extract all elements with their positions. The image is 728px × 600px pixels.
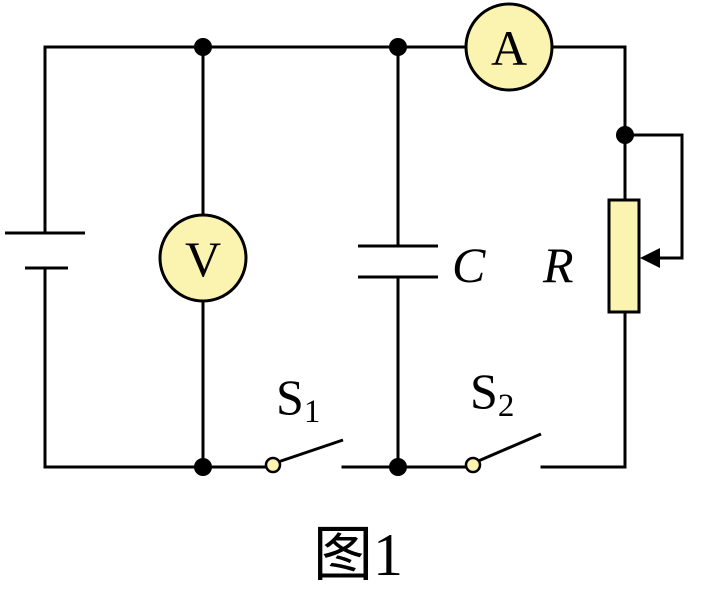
switch-s1-pivot [264, 456, 282, 474]
switch-s2-letter: S [470, 363, 498, 419]
switch-s2-blade [475, 432, 542, 464]
bottom-wire-right [540, 310, 627, 469]
switch-s2-label: S2 [470, 363, 514, 424]
junction-dot [389, 38, 407, 56]
switch-s1-blade [277, 438, 344, 464]
rheostat-slider-wire [623, 133, 684, 260]
junction-dot [194, 38, 212, 56]
voltmeter-body [158, 213, 248, 303]
voltmeter: V [158, 213, 248, 303]
switch-s2-pivot [464, 456, 482, 474]
capacitor [358, 244, 438, 279]
switch-s1-subscript: 1 [304, 394, 321, 430]
figure-caption: 图1 [313, 522, 403, 588]
battery [5, 231, 85, 270]
rheostat-label: R [542, 237, 574, 293]
switch-s2 [464, 432, 542, 474]
rheostat-slider-arrow-icon [640, 248, 660, 268]
voltmeter-symbol: V [185, 231, 221, 287]
junction-dot [389, 458, 407, 476]
rheostat [607, 133, 684, 314]
switch-s2-subscript: 2 [498, 388, 515, 424]
ammeter: A [464, 2, 554, 92]
switch-s1-label: S1 [276, 369, 320, 430]
ammeter-symbol: A [491, 20, 527, 76]
junction-dot [616, 126, 634, 144]
ammeter-body [464, 2, 554, 92]
switch-s1 [264, 438, 344, 474]
rheostat-body [607, 198, 641, 314]
switch-s1-letter: S [276, 369, 304, 425]
capacitor-label: C [452, 237, 486, 293]
junction-dot [194, 458, 212, 476]
